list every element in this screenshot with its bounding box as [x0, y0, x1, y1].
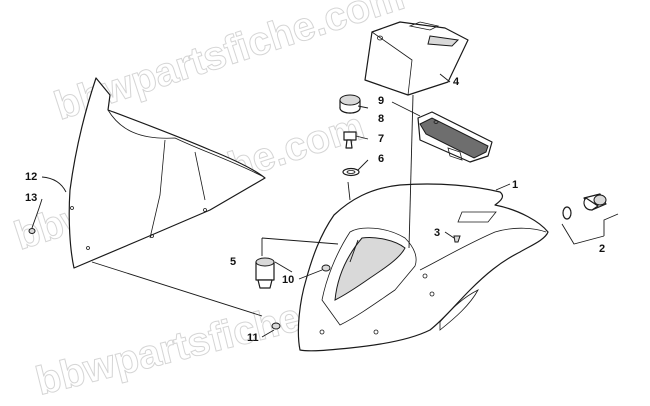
callout-12: 12	[25, 171, 37, 183]
callout-4: 4	[453, 76, 460, 88]
callout-2: 2	[599, 243, 605, 255]
callout-10: 10	[282, 274, 294, 286]
callouts: 1 2 3 4 5 6 7 8 9 10 11 12 13	[25, 76, 605, 344]
callout-6: 6	[378, 153, 384, 165]
plug-part	[562, 193, 607, 220]
callout-1: 1	[512, 179, 518, 191]
callout-13: 13	[25, 192, 37, 204]
callout-3: 3	[434, 227, 440, 239]
screw-13-part	[28, 228, 36, 234]
leader-lines	[31, 73, 619, 338]
ring-part	[342, 167, 360, 177]
screw-10-part	[321, 264, 331, 272]
switch-part	[255, 257, 275, 289]
key-part	[343, 131, 357, 149]
callout-11: 11	[247, 332, 259, 344]
screw-3-part	[453, 235, 461, 243]
callout-9: 9	[378, 95, 384, 107]
cover-part	[364, 21, 469, 96]
hood-part	[297, 183, 549, 352]
callout-7: 7	[378, 133, 384, 145]
callout-8: 8	[378, 113, 384, 125]
nut-part	[271, 322, 281, 330]
knob-part	[339, 94, 361, 114]
module-part	[417, 111, 493, 163]
windshield-part	[68, 77, 266, 269]
callout-5: 5	[230, 256, 236, 268]
